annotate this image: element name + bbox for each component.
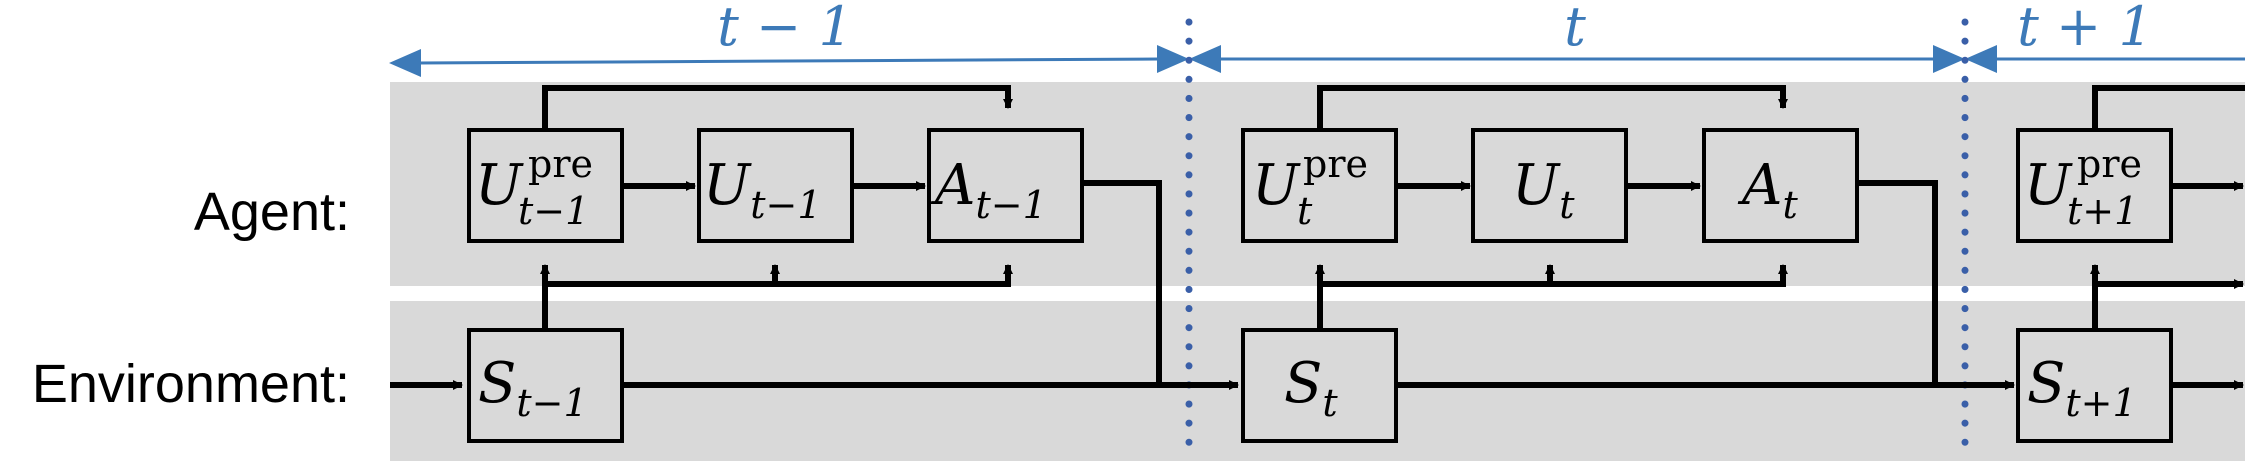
bus-state-to-u-a-t-minus-1 xyxy=(545,264,1013,287)
label-s-t: St xyxy=(1284,351,1338,425)
bus-state-to-u-a-t xyxy=(1320,264,1788,287)
box-u-t xyxy=(1471,128,1628,243)
connectors xyxy=(390,85,2245,390)
label-a-t-minus-1: At−1 xyxy=(930,153,1047,227)
box-s-t-plus-1 xyxy=(2016,328,2173,443)
box-s-t-minus-1 xyxy=(467,328,624,443)
timeline-arrowhead-left-2 xyxy=(1189,45,1221,73)
timeline xyxy=(389,45,2245,77)
environment-row-label: Environment: xyxy=(32,354,350,414)
timeline-arrowhead-left-3 xyxy=(1965,45,1997,73)
step-label-t-plus-1: t + 1 xyxy=(2017,0,2153,58)
boxes xyxy=(467,128,2173,443)
step-label-t-minus-1: t − 1 xyxy=(717,0,853,58)
label-s-t-plus-1: St+1 xyxy=(2027,351,2137,425)
feedback-upre-to-a-t xyxy=(1317,85,1788,130)
box-upre-t-plus-1 xyxy=(2016,128,2173,243)
action-to-environment-t xyxy=(1858,180,1938,385)
feedback-upre-t-plus-1 xyxy=(2092,85,2245,130)
label-u-t: Ut xyxy=(1512,153,1575,227)
action-to-environment-t-minus-1 xyxy=(1084,180,1162,385)
timeline-arrowhead-right-1 xyxy=(1157,45,1189,73)
label-s-t-minus-1: St−1 xyxy=(478,351,588,425)
timeline-arrowhead-left-1 xyxy=(389,49,421,77)
step-label-t: t xyxy=(1564,0,1586,58)
box-u-t-minus-1 xyxy=(697,128,854,243)
label-a-t: At xyxy=(1737,153,1798,227)
feedback-upre-to-a-t-minus-1 xyxy=(542,85,1013,130)
label-u-t-minus-1: Ut−1 xyxy=(703,153,822,227)
timeline-line-1 xyxy=(417,57,1161,65)
box-a-t-minus-1 xyxy=(927,128,1084,243)
box-s-t xyxy=(1241,328,1398,443)
box-upre-t xyxy=(1241,128,1398,243)
agent-row-label: Agent: xyxy=(194,182,350,242)
timeline-arrowhead-right-2 xyxy=(1933,45,1965,73)
box-a-t xyxy=(1702,128,1859,243)
box-upre-t-minus-1 xyxy=(467,128,624,243)
